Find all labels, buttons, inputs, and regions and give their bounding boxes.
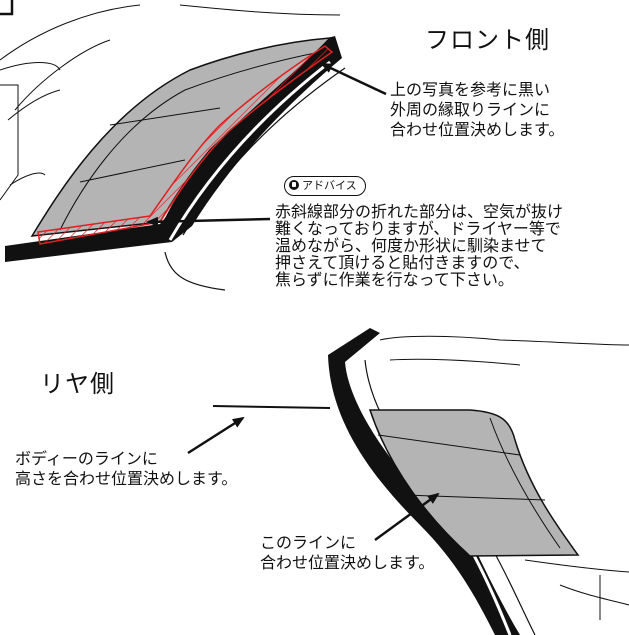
rear-pillar-black [328, 328, 520, 635]
body-line-note-line: ボディーのラインに [15, 449, 158, 468]
advice-line: 押さえて頂けると貼付きますので、 [275, 253, 530, 272]
this-line-arrow [374, 492, 440, 542]
this-line-note-line: このラインに [260, 533, 357, 552]
red-hatch-area [37, 45, 334, 245]
front-note-arrow [320, 62, 387, 96]
front-note: 上の写真を参考に黒い 外周の縁取りラインに 合わせ位置決めします。 [390, 80, 564, 140]
rear-window-glass [368, 409, 580, 557]
body-line-indicator [212, 405, 331, 409]
this-line-note: このラインに 合わせ位置決めします。 [260, 533, 434, 573]
body-line-arrow [187, 416, 245, 455]
rear-heading: リヤ側 [40, 370, 115, 398]
advice-text: 赤斜線部分の折れた部分は、空気が抜け 難くなっておりますが、ドライヤー等で 温め… [275, 203, 563, 288]
this-line-note-line: 合わせ位置決めします。 [260, 553, 435, 572]
advice-line: 焦らずに作業を行なって下さい。 [275, 270, 514, 289]
body-line [0, 4, 141, 61]
rear-window-illustration [328, 328, 629, 635]
front-note-line: 合わせ位置決めします。 [390, 120, 565, 139]
front-heading: フロント側 [425, 26, 550, 54]
body-line-note: ボディーのラインに 高さを合わせ位置決めします。 [15, 449, 237, 489]
front-note-line: 外周の縁取りラインに [390, 100, 551, 119]
front-window-illustration [0, 0, 346, 291]
advice-badge-label: アドバイス [302, 179, 357, 192]
advice-line: 難くなっておりますが、ドライヤー等で [275, 219, 561, 238]
advice-arrow [146, 216, 271, 227]
advice-line: 赤斜線部分の折れた部分は、空気が抜け [275, 202, 564, 221]
body-line-note-line: 高さを合わせ位置決めします。 [15, 469, 238, 488]
advice-line: 温めながら、何度か形状に馴染ませて [275, 236, 547, 255]
front-note-line: 上の写真を参考に黒い [390, 80, 551, 99]
corner-mark [0, 0, 14, 16]
advice-badge: アドバイス [284, 176, 366, 196]
hand-pointer-icon [289, 180, 299, 190]
